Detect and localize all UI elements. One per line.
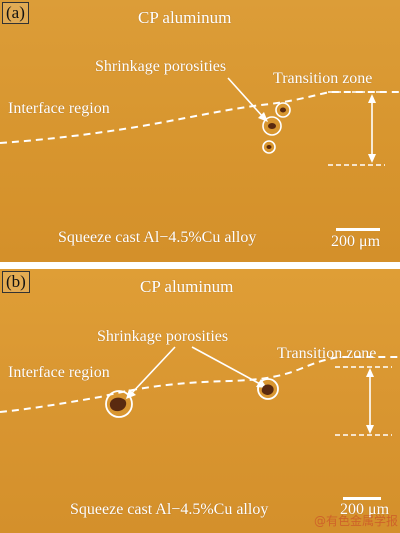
micrograph-panel-a: (a) CP aluminum Shrinkage porosities Tra… xyxy=(0,0,400,262)
interface-region-label-b: Interface region xyxy=(8,364,110,381)
pore-circle-b1 xyxy=(105,390,133,418)
cp-aluminum-label-a: CP aluminum xyxy=(138,8,232,27)
micrograph-image-b xyxy=(0,269,400,533)
interface-line-b xyxy=(0,356,400,413)
shrinkage-label-b: Shrinkage porosities xyxy=(97,328,229,345)
scale-label-a: 200 μm xyxy=(331,233,381,250)
shrinkage-arrow-a xyxy=(227,77,265,119)
pore-circle-b2 xyxy=(257,378,279,400)
shrinkage-arrow-b2 xyxy=(191,346,263,386)
scale-bar-b xyxy=(343,497,381,500)
pore-circle-a3 xyxy=(262,140,276,154)
micrograph-image-a xyxy=(0,0,400,262)
transition-zone-label-b: Transition zone xyxy=(277,345,377,362)
shrinkage-arrow-b1 xyxy=(129,346,176,396)
micrograph-panel-b: (b) CP aluminum Shrinkage porosities Tra… xyxy=(0,269,400,533)
cp-aluminum-label-b: CP aluminum xyxy=(140,277,234,296)
scale-label-b: 200 μm xyxy=(340,501,390,518)
panel-tag-b: (b) xyxy=(2,271,30,293)
alloy-label-a: Squeeze cast Al−4.5%Cu alloy xyxy=(58,229,257,246)
pore-circle-a1 xyxy=(275,102,291,118)
watermark: @有色金属学报 xyxy=(313,514,398,528)
transition-zone-label-a: Transition zone xyxy=(273,70,373,87)
panel-tag-a: (a) xyxy=(2,2,29,24)
pore-circle-a2 xyxy=(262,116,282,136)
shrinkage-label-a: Shrinkage porosities xyxy=(95,58,227,75)
interface-line-a xyxy=(0,91,400,144)
alloy-label-b: Squeeze cast Al−4.5%Cu alloy xyxy=(70,501,269,518)
scale-bar-a xyxy=(336,228,380,231)
interface-region-label-a: Interface region xyxy=(8,100,110,117)
